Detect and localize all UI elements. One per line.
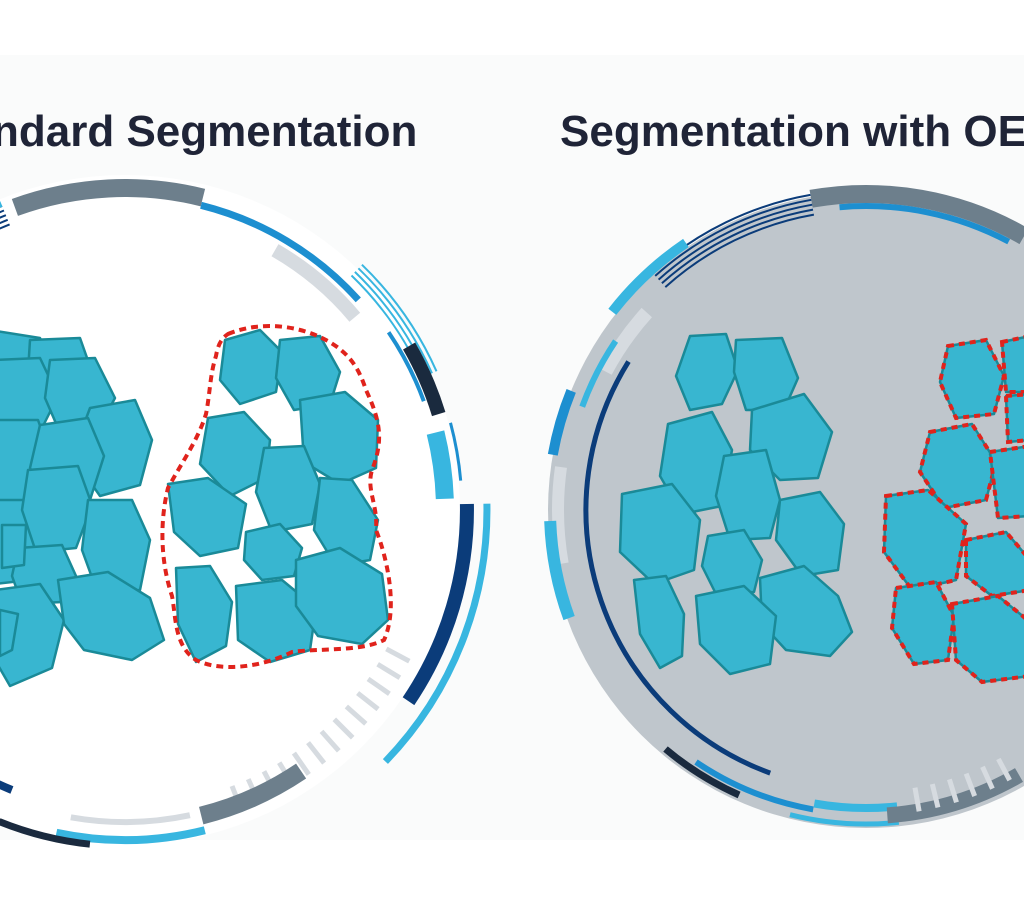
cell-segmentation-outline [1003,392,1024,445]
ring-tick [996,757,1012,782]
ring-arc [579,339,619,408]
ring-arc [55,826,206,844]
cell [218,328,284,406]
cell [166,476,248,558]
right-panel-segmentation-with-oe [544,185,1024,828]
ring-arc [694,759,814,813]
cell [0,582,66,688]
ring-arc [382,503,491,764]
ring-arc [449,422,463,481]
ring-arc [0,818,91,848]
right-title: Segmentation with OE [560,107,1024,156]
cell-segmentation-outline [999,335,1024,394]
ring-line [657,203,813,281]
cell [0,608,20,658]
ring-arc [544,520,575,621]
ring-arc [547,389,576,456]
ring-arc [0,780,14,794]
ring-tick [385,646,411,664]
ring-line [654,198,812,277]
cell [0,523,28,570]
ring-line [361,263,438,372]
left-panel-standard-segmentation [0,175,491,848]
ring-tick [912,787,922,812]
ring-arc [608,238,689,315]
cell [748,392,834,482]
ring-arc [599,307,653,375]
cell [56,570,166,662]
ring-arc [70,812,191,826]
ring-tick [319,729,341,753]
ring-arc [663,746,741,799]
ring-arc [886,768,1024,824]
ring-tick [929,783,941,809]
cell [700,528,764,596]
cell [312,476,380,568]
ring-tick [306,741,327,765]
ring-arc [813,799,898,813]
cell-segmentation-outline [889,579,957,667]
ring-arc [426,430,454,500]
cell-segmentation-outline [937,337,1007,421]
ring-tick [366,676,391,696]
ring-line [357,267,433,374]
cell [618,482,702,586]
ring-arc [198,763,307,825]
ring-arc [402,342,446,417]
ring-tick [376,662,402,680]
cell [20,464,94,554]
ring-arc [552,466,569,565]
ring-arc [386,331,426,402]
cell-segmentation-outline [881,487,969,593]
ring-arc [583,360,772,776]
cell [632,574,686,670]
ring-arc [200,201,361,303]
ring-arc [809,185,1024,245]
ring-arc [271,244,361,322]
ring-arc [839,203,1011,245]
left-title: ndard Segmentation [0,107,417,156]
cell [694,584,778,676]
cell [80,498,152,596]
ring-tick [291,751,311,776]
cell-segmentation-outline [917,421,999,511]
ring-tick [356,691,380,712]
cell [242,522,304,582]
ring-tick [947,778,959,804]
ring-line [661,208,814,285]
ring-tick [980,765,995,790]
cell [294,546,390,646]
cell-segmentation-outline [964,529,1024,599]
cell [674,332,740,412]
cell-segmentation-outline [987,444,1024,521]
left-dish-rings [0,179,491,848]
cell [774,490,846,578]
ring-tick [344,704,368,726]
cell [174,564,234,664]
cell [714,448,782,542]
right-cell-cluster [618,332,1024,685]
ring-tick [332,717,355,740]
right-dish-rings [544,185,1024,827]
ring-arc [402,503,474,706]
cell-segmentation-outline [949,593,1024,685]
cell [254,444,322,534]
left-cell-cluster [0,324,393,688]
ring-tick [963,772,977,797]
ring-line [664,213,815,288]
ring-arc [11,179,206,216]
